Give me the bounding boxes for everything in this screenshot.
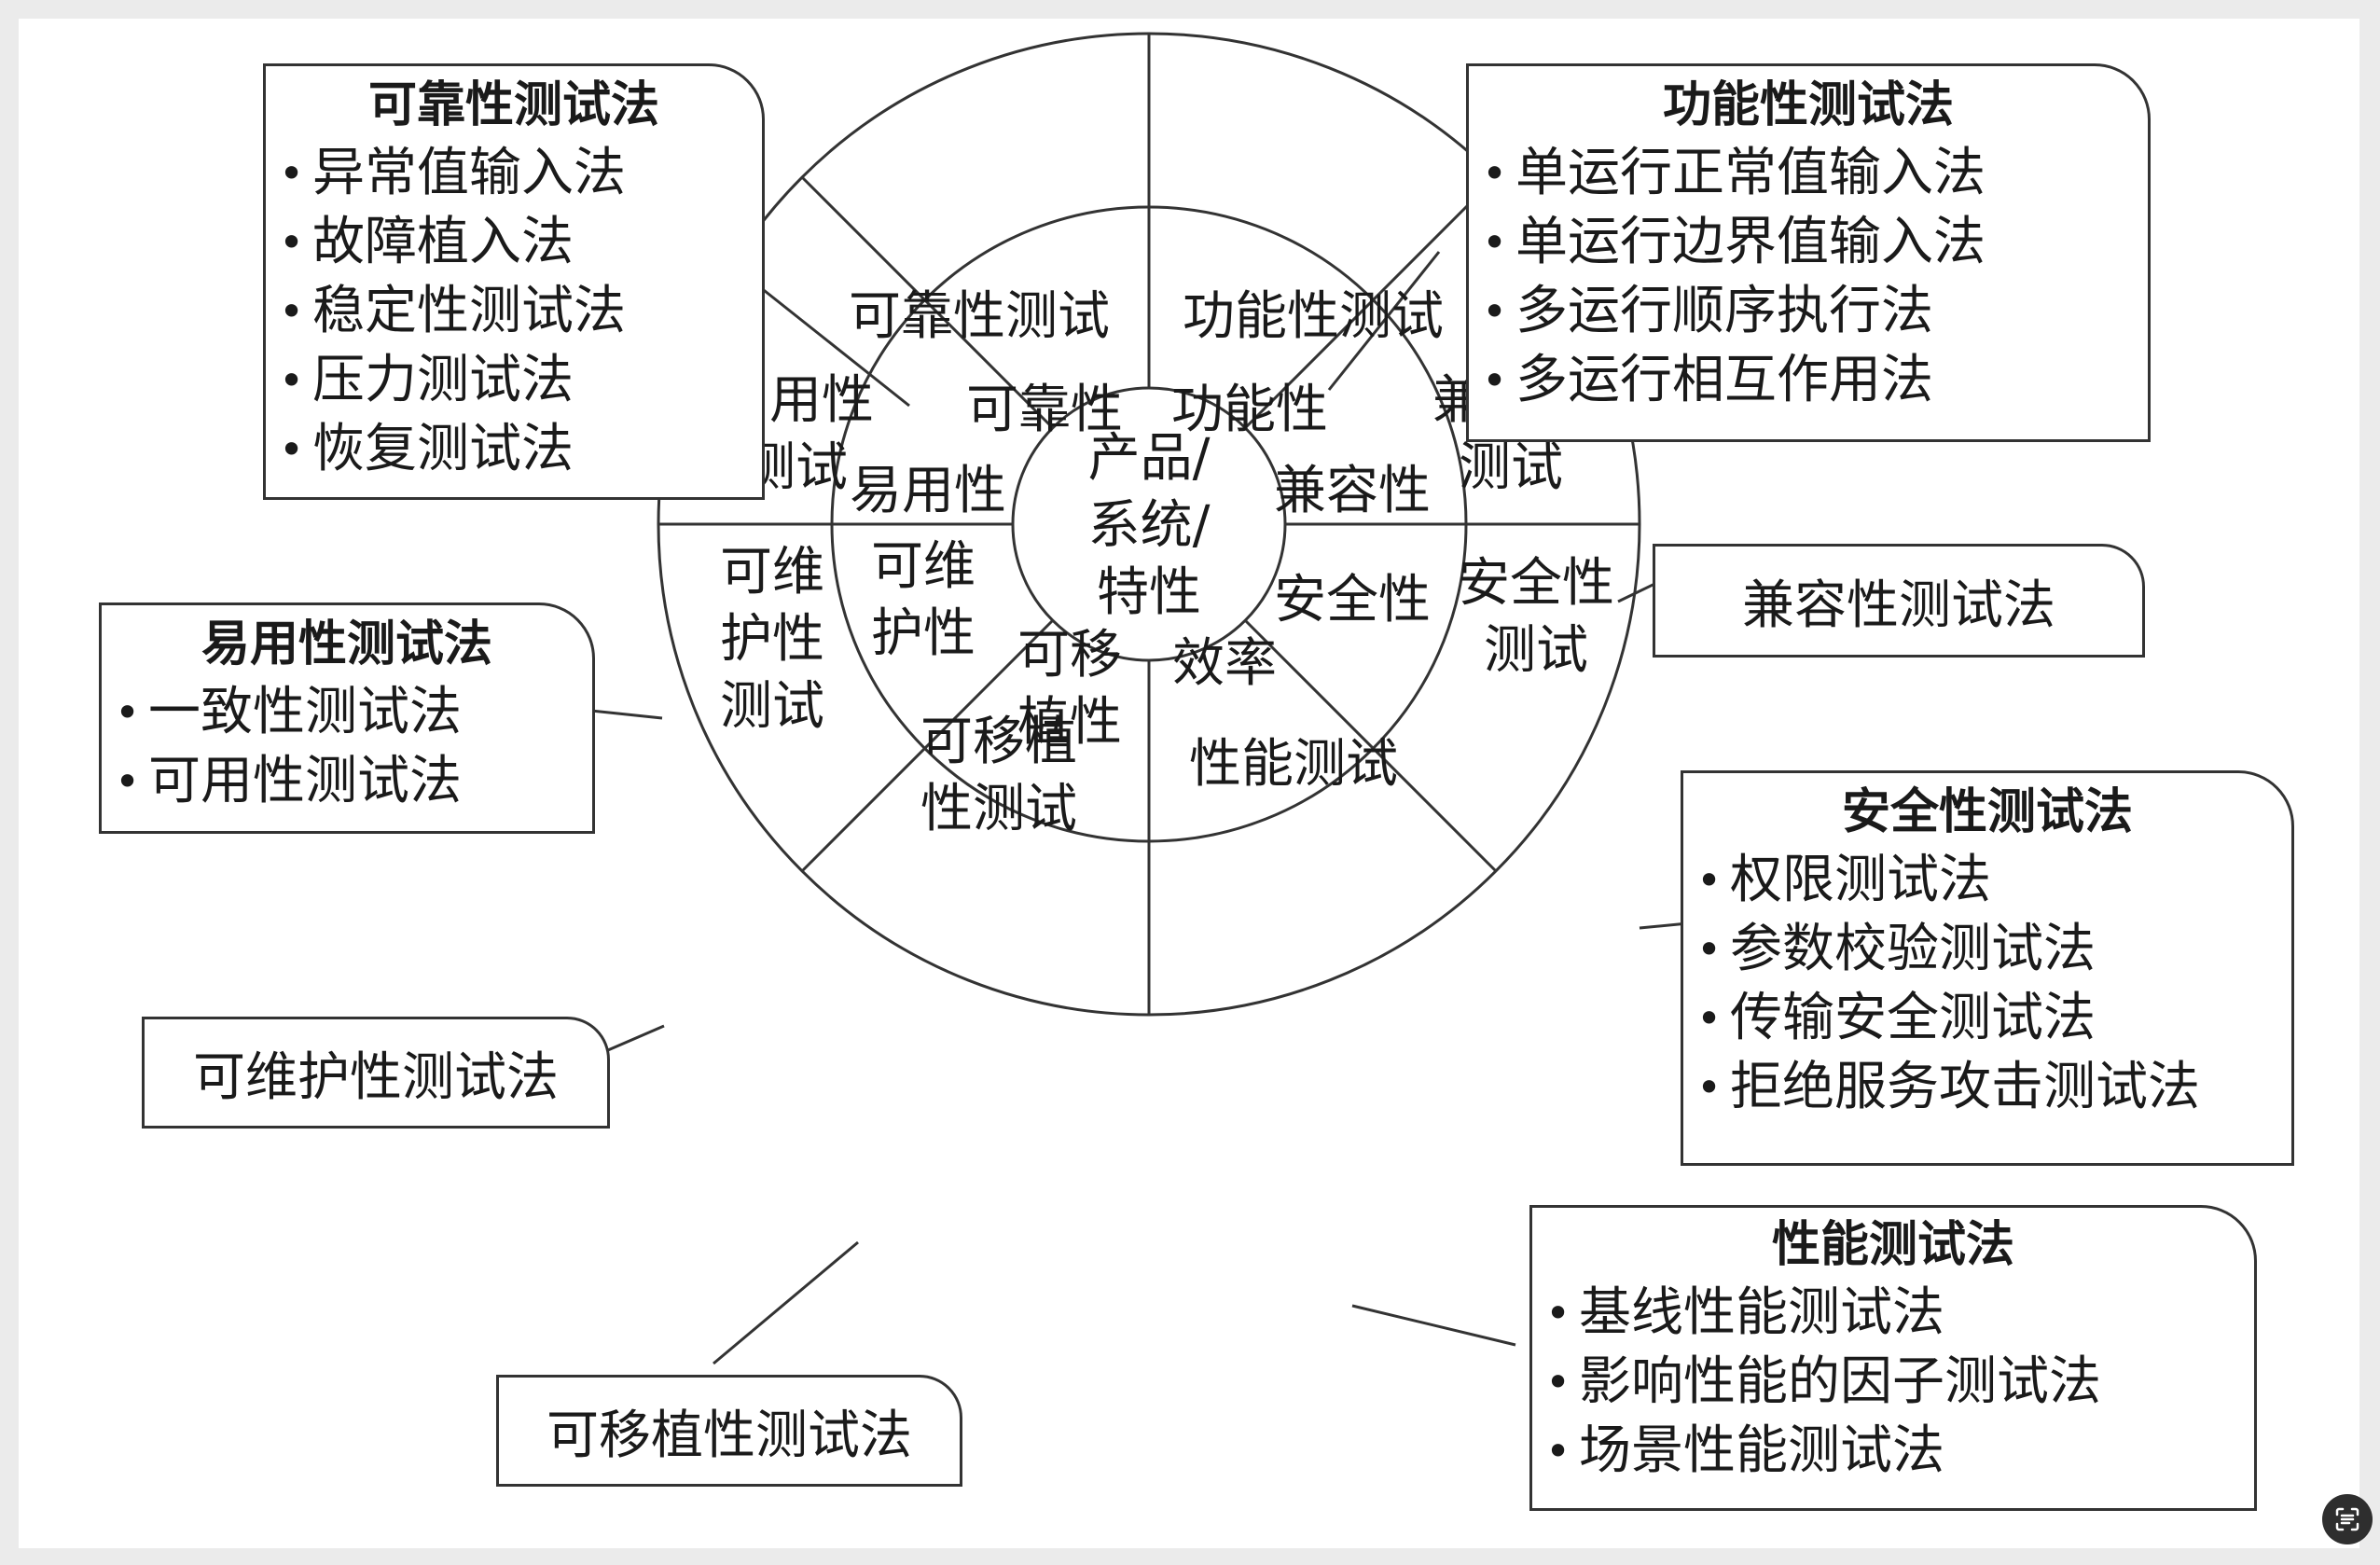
inner-label-compatibility-line: 兼容性 [1274, 461, 1431, 521]
functionality-methods-list: 单运行正常值输入法 单运行边界值输入法 多运行顺序执行法 多运行相互作用法 [1469, 139, 2148, 415]
inner-label-usability: 易用性 [850, 461, 1006, 521]
maintainability-methods-box: 可维护性测试法 [142, 1017, 610, 1129]
list-item: 稳定性测试法 [279, 277, 762, 346]
list-item: 基线性能测试法 [1545, 1279, 2254, 1348]
portability-methods-box: 可移植性测试法 [496, 1375, 962, 1487]
list-item: 恢复测试法 [279, 415, 762, 484]
list-item: 参数校验测试法 [1696, 915, 2291, 984]
outer-label-functionality: 功能性测试 [1183, 286, 1444, 347]
security-methods-list: 权限测试法 参数校验测试法 传输安全测试法 拒绝服务攻击测试法 [1683, 846, 2291, 1122]
outer-label-performance-line: 性能测试 [1189, 734, 1398, 795]
connector-portability [713, 1240, 859, 1365]
reliability-methods-box: 可靠性测试法 异常值输入法 故障植入法 稳定性测试法 压力测试法 恢复测试法 [263, 63, 765, 500]
outer-label-maintainability: 可维护性测试 [720, 542, 824, 737]
list-item: 影响性能的因子测试法 [1545, 1348, 2254, 1417]
spoke-sw [800, 618, 1055, 873]
compatibility-methods-box: 兼容性测试法 [1653, 544, 2145, 658]
outer-label-compatibility-line: 测试 [1459, 437, 1563, 498]
list-item: 异常值输入法 [279, 139, 762, 208]
inner-label-security-line: 安全性 [1274, 570, 1431, 630]
reliability-methods-title: 可靠性测试法 [367, 77, 659, 133]
inner-label-portability: 可移植性 [1017, 625, 1122, 753]
connector-security [1639, 921, 1689, 930]
outer-label-performance: 性能测试 [1189, 734, 1398, 795]
center-label-line: 产品/ [1088, 428, 1211, 489]
test-method-wheel: 产品/系统/特性可靠性功能性易用性兼容性可维护性安全性可移植性效率可靠性测试功能… [590, 32, 1689, 1365]
inner-label-reliability-line: 可靠性 [966, 380, 1123, 440]
performance-methods-box: 性能测试法 基线性能测试法 影响性能的因子测试法 场景性能测试法 [1529, 1205, 2257, 1511]
outer-label-portability: 可移植性测试 [920, 712, 1077, 839]
list-item: 传输安全测试法 [1696, 984, 2291, 1053]
inner-label-maintainability-line: 可维 [871, 536, 976, 597]
inner-label-efficiency: 效率 [1172, 633, 1277, 694]
usability-methods-list: 一致性测试法 可用性测试法 [102, 678, 592, 816]
connector-reliability [750, 278, 910, 408]
inner-label-functionality-line: 功能性 [1171, 380, 1328, 440]
outer-label-maintainability-line: 护性 [720, 609, 824, 670]
compatibility-methods-label: 兼容性测试法 [1742, 575, 2055, 636]
list-item: 多运行相互作用法 [1482, 346, 2148, 415]
outer-label-reliability: 可靠性测试 [849, 286, 1110, 347]
inner-label-usability-line: 易用性 [850, 461, 1006, 521]
list-item: 一致性测试法 [115, 678, 592, 747]
spoke-ne [1243, 175, 1498, 430]
outer-label-functionality-line: 功能性测试 [1183, 286, 1444, 347]
text-scan-icon [2335, 1507, 2359, 1531]
security-methods-title: 安全性测试法 [1841, 784, 2133, 840]
inner-label-functionality: 功能性 [1171, 380, 1328, 440]
inner-label-efficiency-line: 效率 [1172, 633, 1277, 694]
usability-methods-title: 易用性测试法 [201, 616, 492, 672]
outer-label-reliability-line: 可靠性测试 [849, 286, 1110, 347]
inner-label-maintainability: 可维护性 [871, 536, 976, 664]
security-methods-box: 安全性测试法 权限测试法 参数校验测试法 传输安全测试法 拒绝服务攻击测试法 [1681, 770, 2294, 1166]
figure-canvas: 产品/系统/特性可靠性功能性易用性兼容性可维护性安全性可移植性效率可靠性测试功能… [19, 19, 2373, 1548]
inner-label-portability-line: 植性 [1017, 692, 1122, 753]
list-item: 拒绝服务攻击测试法 [1696, 1053, 2291, 1122]
inner-label-compatibility: 兼容性 [1274, 461, 1431, 521]
usability-methods-box: 易用性测试法 一致性测试法 可用性测试法 [99, 602, 595, 834]
performance-methods-title: 性能测试法 [1771, 1217, 2014, 1273]
portability-methods-label: 可移植性测试法 [547, 1405, 912, 1466]
list-item: 权限测试法 [1696, 846, 2291, 915]
performance-methods-list: 基线性能测试法 影响性能的因子测试法 场景性能测试法 [1532, 1279, 2254, 1486]
functionality-methods-box: 功能性测试法 单运行正常值输入法 单运行边界值输入法 多运行顺序执行法 多运行相… [1466, 63, 2151, 442]
list-item: 压力测试法 [279, 346, 762, 415]
list-item: 单运行边界值输入法 [1482, 208, 2148, 277]
outer-label-portability-line: 性测试 [920, 779, 1077, 839]
text-scan-button[interactable] [2322, 1494, 2373, 1544]
spoke-nw [800, 175, 1055, 430]
functionality-methods-title: 功能性测试法 [1662, 77, 1954, 133]
maintainability-methods-label: 可维护性测试法 [193, 1046, 559, 1108]
inner-label-maintainability-line: 护性 [871, 603, 976, 664]
inner-label-security: 安全性 [1274, 570, 1431, 630]
center-label-line: 特性 [1097, 562, 1201, 623]
connector-performance [1351, 1304, 1516, 1347]
spoke-se [1243, 618, 1498, 873]
list-item: 单运行正常值输入法 [1482, 139, 2148, 208]
connector-usability [590, 709, 663, 720]
outer-label-maintainability-line: 可维 [720, 542, 824, 602]
list-item: 多运行顺序执行法 [1482, 277, 2148, 346]
list-item: 可用性测试法 [115, 747, 592, 816]
outer-label-security-line: 安全性 [1458, 553, 1614, 614]
outer-label-security-line: 测试 [1484, 620, 1588, 681]
list-item: 故障植入法 [279, 208, 762, 277]
outer-label-portability-line: 可移植 [920, 712, 1077, 772]
reliability-methods-list: 异常值输入法 故障植入法 稳定性测试法 压力测试法 恢复测试法 [266, 139, 762, 484]
outer-label-maintainability-line: 测试 [720, 676, 824, 737]
inner-label-reliability: 可靠性 [966, 380, 1123, 440]
center-label-line: 系统/ [1088, 495, 1211, 556]
connector-functionality [1327, 251, 1441, 391]
outer-label-security: 安全性测试 [1458, 553, 1614, 681]
center-label: 产品/系统/特性 [1088, 428, 1211, 623]
list-item: 场景性能测试法 [1545, 1417, 2254, 1486]
inner-label-portability-line: 可移 [1017, 625, 1122, 686]
